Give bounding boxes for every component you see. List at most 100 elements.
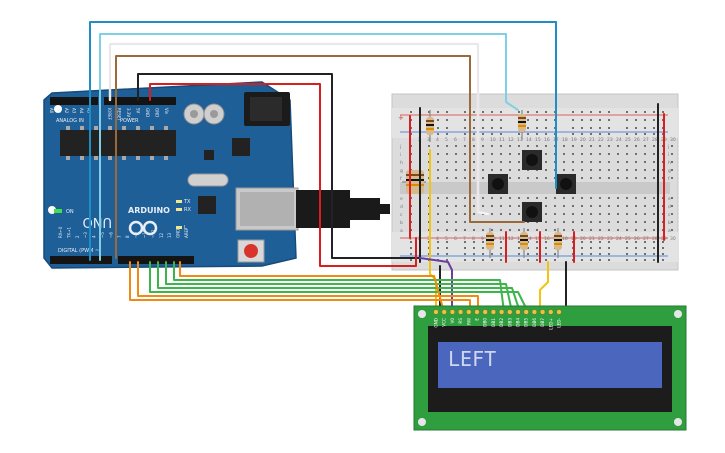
breadboard-hole [599, 221, 601, 223]
breadboard-hole [437, 197, 439, 199]
breadboard-hole [473, 253, 475, 255]
breadboard-hole [653, 169, 655, 171]
wire-green [157, 261, 521, 313]
column-number: 16 [544, 137, 550, 143]
breadboard-hole [428, 145, 430, 147]
breadboard-hole [635, 213, 637, 215]
breadboard-hole [626, 213, 628, 215]
breadboard-hole [518, 259, 520, 261]
wire-white-outline [109, 43, 479, 213]
column-number: 1 [409, 236, 412, 242]
lcd-pin-label: GND [434, 318, 439, 328]
power-pin-label: GND [155, 108, 160, 117]
breadboard-hole [428, 111, 430, 113]
breadboard-hole [536, 119, 538, 121]
breadboard-hole [626, 161, 628, 163]
breadboard-hole [446, 133, 448, 135]
pushbutton-down[interactable] [522, 202, 542, 222]
lcd-pin [507, 309, 513, 315]
breadboard-hole [473, 169, 475, 171]
lcd-pin [474, 309, 480, 315]
column-number: 12 [508, 137, 514, 143]
lcd-pin-label: RW [466, 318, 471, 325]
breadboard-hole [644, 197, 646, 199]
breadboard-hole [581, 119, 583, 121]
breadboard-hole [644, 259, 646, 261]
breadboard-hole [482, 247, 484, 249]
breadboard-hole [545, 253, 547, 255]
power-header [104, 97, 176, 105]
breadboard-hole [446, 145, 448, 147]
breadboard-hole [545, 177, 547, 179]
digital-header [50, 256, 194, 264]
breadboard-hole [446, 127, 448, 129]
pushbutton-up[interactable] [522, 150, 542, 170]
breadboard-hole [536, 241, 538, 243]
breadboard-hole [599, 197, 601, 199]
column-number: 22 [598, 236, 604, 242]
breadboard-hole [464, 119, 466, 121]
column-number: 24 [616, 137, 622, 143]
breadboard-hole [653, 221, 655, 223]
breadboard-hole [572, 133, 574, 135]
column-number: 16 [544, 236, 550, 242]
breadboard-hole [482, 127, 484, 129]
column-number: 24 [616, 236, 622, 242]
breadboard-hole [491, 133, 493, 135]
breadboard-hole [563, 205, 565, 207]
breadboard-hole [446, 229, 448, 231]
breadboard-hole [500, 253, 502, 255]
breadboard-hole [518, 145, 520, 147]
breadboard-hole [653, 145, 655, 147]
breadboard-hole [509, 177, 511, 179]
breadboard-hole [509, 205, 511, 207]
lcd-pin [556, 309, 562, 315]
column-number: 18 [562, 137, 568, 143]
breadboard-hole [464, 145, 466, 147]
breadboard-hole [653, 253, 655, 255]
resistor [518, 110, 526, 140]
wire-green [149, 261, 529, 313]
breadboard-hole [626, 119, 628, 121]
breadboard-hole [446, 197, 448, 199]
lcd-pin-label: DB7 [540, 318, 545, 327]
column-number: 27 [643, 137, 649, 143]
breadboard-hole [545, 145, 547, 147]
breadboard-hole [491, 253, 493, 255]
breadboard-hole [446, 169, 448, 171]
breadboard-hole [617, 169, 619, 171]
breadboard-hole [464, 169, 466, 171]
breadboard-hole [554, 229, 556, 231]
breadboard-hole [590, 247, 592, 249]
pushbutton-left[interactable] [488, 174, 508, 194]
breadboard-hole [536, 253, 538, 255]
breadboard-hole [572, 161, 574, 163]
breadboard-hole [527, 253, 529, 255]
lcd-pin-label: DB3 [507, 318, 512, 327]
column-number: 15 [535, 137, 541, 143]
breadboard-hole [410, 241, 412, 243]
breadboard-hole [500, 161, 502, 163]
breadboard-hole [581, 229, 583, 231]
breadboard-hole [653, 111, 655, 113]
breadboard-hole [599, 169, 601, 171]
breadboard-hole [500, 197, 502, 199]
breadboard-hole [491, 161, 493, 163]
breadboard-hole [563, 197, 565, 199]
breadboard-hole [473, 241, 475, 243]
breadboard-hole [599, 205, 601, 207]
pushbutton-right[interactable] [556, 174, 576, 194]
column-number: 19 [571, 137, 577, 143]
breadboard-hole [446, 153, 448, 155]
column-number: 5 [445, 137, 448, 143]
breadboard-hole [581, 145, 583, 147]
breadboard-hole [500, 111, 502, 113]
breadboard-hole [581, 247, 583, 249]
breadboard-hole [617, 221, 619, 223]
digital-pin-label: ~5 [100, 232, 105, 238]
row-letter: j [399, 144, 401, 150]
breadboard-hole [626, 229, 628, 231]
breadboard-hole [626, 241, 628, 243]
lcd-pin-label: V0 [450, 318, 455, 324]
breadboard-hole [491, 145, 493, 147]
